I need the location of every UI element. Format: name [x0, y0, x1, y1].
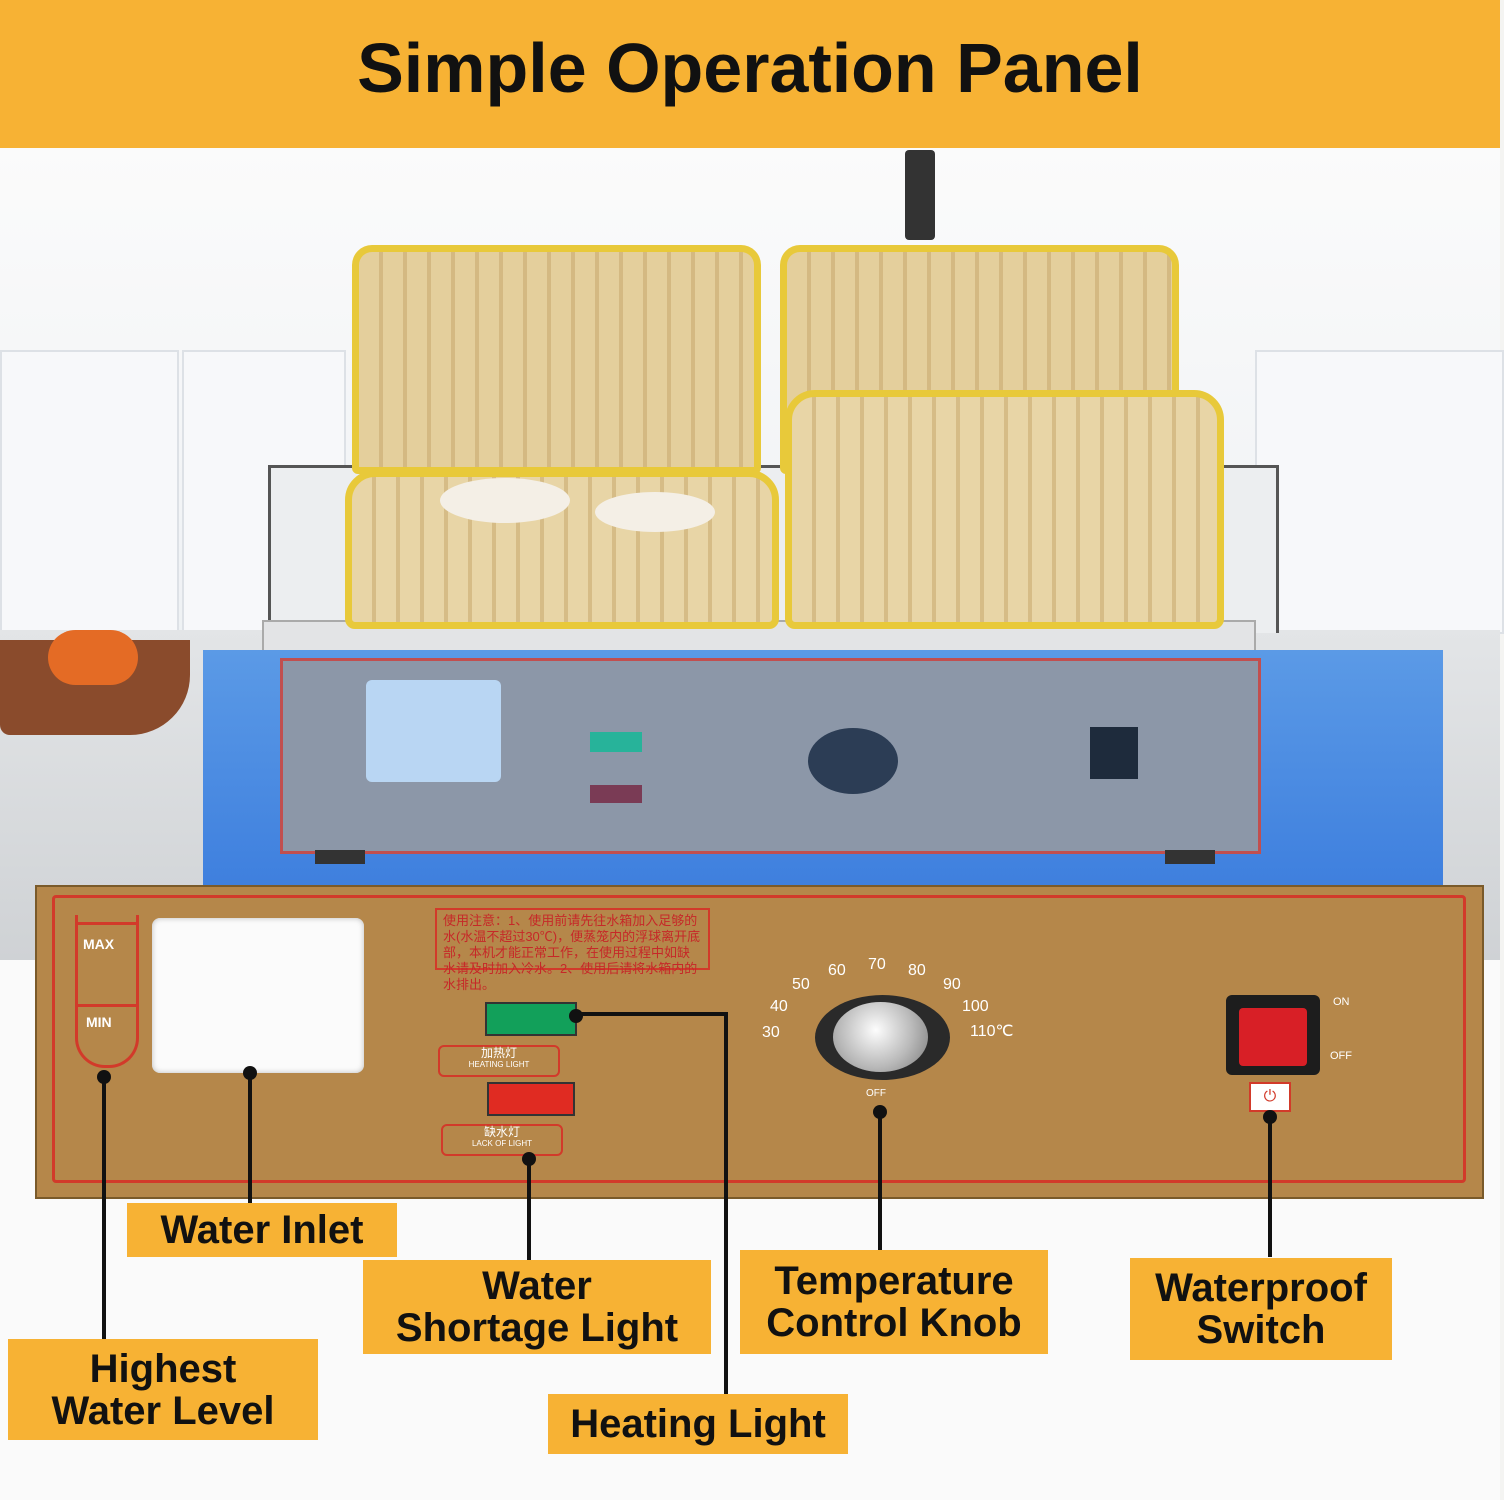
callout-waterproof-switch: Waterproof Switch [1130, 1258, 1392, 1360]
dial-label-110: 110℃ [970, 1023, 1014, 1040]
callout-waterproof-switch-text-2: Switch [1196, 1308, 1326, 1352]
callout-heating-light: Heating Light [548, 1394, 848, 1454]
steamed-bun [595, 492, 715, 532]
callout-water-inlet: Water Inlet [127, 1203, 397, 1257]
gauge-max-label: MAX [83, 936, 115, 952]
heating-light [485, 1002, 577, 1036]
switch-on-label: ON [1333, 996, 1350, 1008]
waterproof-switch-line [1268, 1117, 1272, 1257]
water-inlet-line [248, 1073, 252, 1203]
waterproof-switch[interactable] [1239, 1008, 1307, 1066]
dial-label-60: 60 [828, 962, 846, 979]
dial-label-40: 40 [770, 998, 788, 1015]
callout-highest-water-level-text-2: Water Level [51, 1388, 275, 1433]
callout-heating-light-text: Heating Light [570, 1402, 826, 1446]
gauge-min-line [75, 1004, 136, 1007]
water-inlet[interactable] [152, 918, 364, 1073]
heating-light-line-v [724, 1012, 728, 1394]
control-panel-border [52, 895, 1466, 1183]
temperature-knob-line [878, 1112, 882, 1250]
title-banner [0, 0, 1500, 148]
dial-label-70: 70 [868, 956, 886, 973]
page-title: Simple Operation Panel [357, 29, 1143, 107]
callout-water-inlet-text: Water Inlet [160, 1208, 364, 1252]
bamboo-steamer-front-right [785, 390, 1224, 629]
gauge-min-label: MIN [86, 1014, 112, 1030]
switch-small [1090, 727, 1138, 779]
kitchen-cabinet [0, 350, 179, 634]
temperature-knob-small [808, 728, 898, 794]
heating-light-label: 加热灯 HEATING LIGHT [438, 1045, 560, 1077]
callout-temperature-knob-text-2: Control Knob [766, 1301, 1022, 1345]
machine-foot [1165, 850, 1215, 864]
water-shortage-line [527, 1158, 531, 1260]
steamed-bun [440, 478, 570, 523]
dial-label-30: 30 [762, 1024, 780, 1041]
heating-light-line-h [575, 1012, 727, 1016]
temperature-control-knob[interactable] [833, 1002, 928, 1072]
notice-text: 使用注意：1、使用前请先往水箱加入足够的水(水温不超过30℃)，便蒸笼内的浮球离… [443, 913, 701, 992]
callout-highest-water-level-text-1: Highest [89, 1346, 237, 1391]
dial-label-90: 90 [943, 976, 961, 993]
water-inlet-small [366, 680, 501, 782]
gauge-max-line [75, 922, 136, 925]
water-level-gauge [75, 915, 139, 1068]
bamboo-steamer-back-left [352, 245, 761, 474]
switch-off-label: OFF [1330, 1050, 1352, 1062]
callout-waterproof-switch-text-1: Waterproof [1155, 1266, 1367, 1310]
highest-water-level-line [102, 1077, 106, 1339]
dial-label-50: 50 [792, 976, 810, 993]
dial-label-off: OFF [866, 1088, 886, 1099]
faucet [905, 150, 935, 240]
lack-light-small [590, 785, 642, 803]
dial-label-100: 100 [962, 998, 989, 1015]
callout-temperature-knob-text-1: Temperature [774, 1259, 1014, 1303]
callout-water-shortage-text-2: Shortage Light [395, 1306, 679, 1350]
callout-water-shortage-light: Water Shortage Light [363, 1260, 711, 1354]
callout-temperature-knob: Temperature Control Knob [740, 1250, 1048, 1354]
callout-highest-water-level: Highest Water Level [8, 1339, 318, 1440]
dial-label-80: 80 [908, 962, 926, 979]
power-icon: ⏻ [1249, 1082, 1291, 1112]
water-shortage-light [487, 1082, 575, 1116]
kitchen-cabinet [1255, 350, 1504, 634]
carrot [48, 630, 138, 685]
water-shortage-light-label: 缺水灯 LACK OF LIGHT [441, 1124, 563, 1156]
machine-foot [315, 850, 365, 864]
callout-water-shortage-text-1: Water [482, 1264, 592, 1308]
notice-box: 使用注意：1、使用前请先往水箱加入足够的水(水温不超过30℃)，便蒸笼内的浮球离… [435, 908, 710, 992]
heating-light-small [590, 732, 642, 752]
